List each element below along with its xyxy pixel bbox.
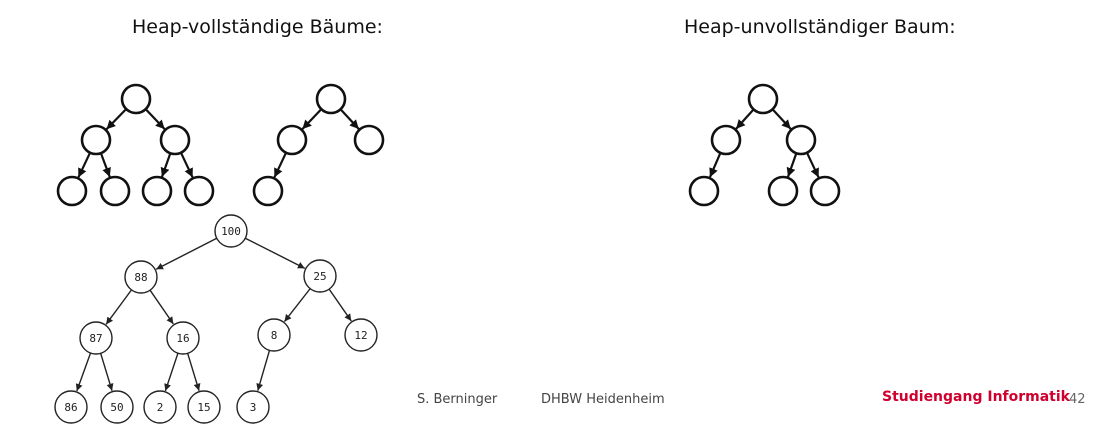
tree-edge (179, 152, 194, 178)
tree-node (141, 175, 173, 207)
footer-author: S. Berninger (417, 392, 498, 407)
node-value: 50 (110, 401, 123, 414)
tree-edge (77, 152, 92, 178)
node-value: 8 (271, 329, 278, 342)
node-value: 86 (64, 401, 77, 414)
tree-edge (256, 350, 271, 391)
node-value: 87 (89, 332, 102, 345)
tree-node (54, 390, 88, 424)
tree-node (276, 124, 308, 156)
tree-edge (105, 289, 133, 325)
title-complete-trees: Heap-vollständige Bäume: (132, 16, 383, 38)
incomplete-tree (688, 83, 841, 207)
tree-edge (735, 108, 755, 130)
tree-edge (99, 353, 114, 391)
tree-node (710, 124, 742, 156)
node-value: 16 (176, 332, 189, 345)
node-value: 3 (250, 401, 257, 414)
tree-node (809, 175, 841, 207)
tree-edge (149, 289, 174, 325)
tree-node (99, 175, 131, 207)
tree-node (100, 390, 134, 424)
tree-node (236, 390, 270, 424)
tree-node (166, 321, 200, 355)
tree-node (159, 124, 191, 156)
tree-node (143, 390, 177, 424)
tree-edge (339, 108, 360, 130)
tree-edge (105, 108, 128, 131)
tree-edge (301, 108, 323, 130)
tree-node (252, 175, 284, 207)
page-number: 42 (1069, 392, 1086, 407)
footer-program: Studiengang Informatik (882, 389, 1070, 405)
tree-edge (164, 352, 179, 392)
tree-node (214, 214, 248, 248)
tree-node (344, 318, 378, 352)
tree-edge (155, 237, 218, 270)
tree-edge (786, 152, 798, 178)
tree-edge (99, 152, 111, 178)
tree-node (785, 124, 817, 156)
tree-node (353, 124, 385, 156)
tree-edge (805, 152, 820, 178)
numbered-heap-tree: 100 88 25 87 16 8 12 86 50 2 15 3 (54, 214, 378, 424)
tree-node (56, 175, 88, 207)
complete-tree-partial (252, 83, 385, 207)
tree-edge (708, 152, 722, 178)
tree-node (124, 260, 158, 294)
tree-node (187, 390, 221, 424)
tree-edge (144, 108, 166, 130)
title-incomplete-tree: Heap-unvollständiger Baum: (684, 16, 956, 38)
tree-edge (771, 108, 792, 130)
tree-node (688, 175, 720, 207)
tree-edge (273, 152, 288, 178)
tree-edge (283, 288, 311, 323)
complete-tree-full (56, 83, 215, 207)
node-value: 25 (313, 270, 326, 283)
tree-edge (244, 237, 306, 269)
tree-node (79, 321, 113, 355)
node-value: 12 (354, 329, 367, 342)
tree-edge (160, 152, 172, 178)
tree-node (120, 83, 152, 115)
tree-edge (328, 288, 352, 322)
node-value: 100 (221, 225, 241, 238)
footer-institution: DHBW Heidenheim (541, 392, 665, 407)
tree-node (257, 318, 291, 352)
node-value: 88 (134, 271, 147, 284)
tree-node (767, 175, 799, 207)
tree-node (183, 175, 215, 207)
tree-node (303, 259, 337, 293)
tree-edge (75, 352, 92, 392)
tree-node (80, 124, 112, 156)
tree-edge (186, 353, 201, 391)
node-value: 15 (197, 401, 210, 414)
node-value: 2 (157, 401, 164, 414)
tree-node (315, 83, 347, 115)
tree-node (747, 83, 779, 115)
